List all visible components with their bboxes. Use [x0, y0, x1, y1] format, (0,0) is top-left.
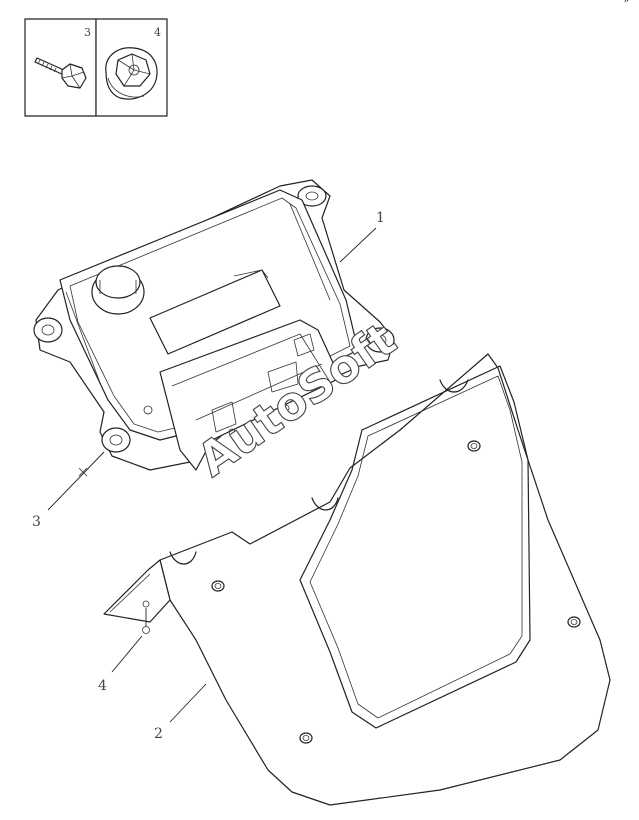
mounting-bracket: [103, 353, 611, 806]
callout-1-ecu: 1: [376, 210, 385, 226]
callout-2-bracket: 2: [154, 726, 163, 742]
bolt-icon: [34, 57, 87, 89]
callout-leaders: [47, 227, 377, 723]
fastener-inset: 3 4: [24, 18, 168, 117]
connector-block: [143, 319, 341, 471]
callout-3-bolt: 3: [32, 514, 41, 530]
inset-nut-number: 4: [154, 26, 161, 39]
callout-4-nut: 4: [98, 678, 107, 694]
inset-bolt-number: 3: [84, 26, 91, 39]
nut-icon: [105, 47, 158, 100]
breather-cap-icon: [91, 265, 145, 315]
ecu-module: [33, 179, 395, 471]
corner-mark: ″: [624, 0, 629, 14]
bracket-holes: [142, 440, 581, 744]
